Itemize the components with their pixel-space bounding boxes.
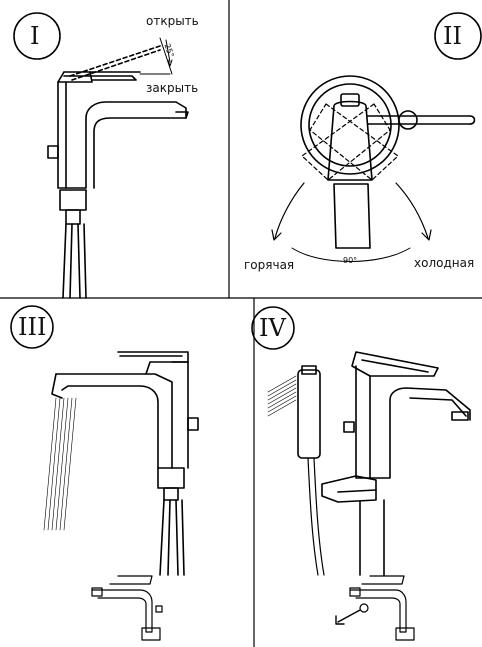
- step-3-numeral: III: [18, 313, 47, 341]
- panel-2-faucet-top-view: [271, 75, 476, 262]
- cold-label: холодная: [414, 256, 475, 270]
- rotation-angle-label: 90°: [343, 256, 358, 265]
- open-label: открыть: [146, 14, 199, 28]
- close-label: закрыть: [146, 81, 199, 95]
- step-2-numeral: II: [443, 22, 462, 50]
- panel-1-faucet: [47, 37, 189, 299]
- step-circles: [10, 12, 482, 350]
- hot-label: горячая: [244, 258, 295, 272]
- step-1-numeral: I: [30, 22, 40, 50]
- panel-4-faucet-with-shower: [267, 351, 471, 641]
- panel-3-faucet: [43, 351, 199, 641]
- step-4-numeral: IV: [259, 314, 286, 342]
